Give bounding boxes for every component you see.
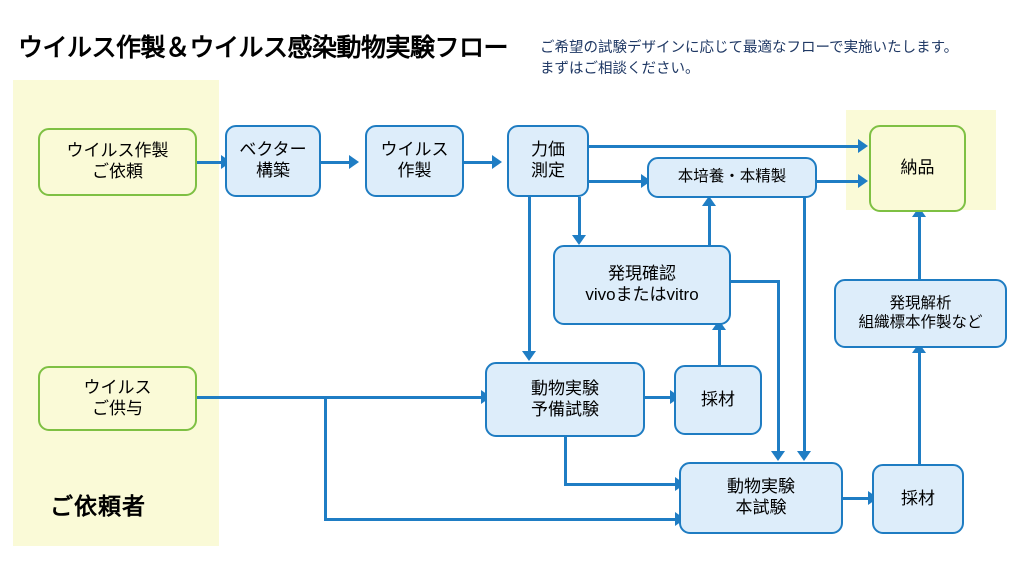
node-virus-production[interactable]: ウイルス 作製: [365, 125, 464, 197]
node-virus-supply[interactable]: ウイルス ご供与: [38, 366, 197, 431]
edge-animal-main-to-sampling: [843, 497, 872, 500]
node-titer-measurement[interactable]: 力価 測定: [507, 125, 589, 197]
node-animal-experiment-pilot[interactable]: 動物実験 予備試験: [485, 362, 645, 437]
arrowhead-production-to-titer: [492, 155, 502, 169]
edge-supply-to-animal-main-v: [324, 396, 327, 520]
node-virus-production-request[interactable]: ウイルス作製 ご依頼: [38, 128, 197, 196]
edge-supply-to-animal-pilot: [197, 396, 485, 399]
arrowhead-main-culture-to-delivery: [858, 174, 868, 188]
node-vector-construction[interactable]: ベクター 構築: [225, 125, 321, 197]
arrowhead-expression-check-to-animal-main: [771, 451, 785, 461]
edge-expression-check-to-main-culture: [708, 201, 711, 245]
arrowhead-expression-check-to-main-culture: [702, 196, 716, 206]
arrowhead-titer-to-animal-pilot: [522, 351, 536, 361]
node-sampling-main[interactable]: 採材: [872, 464, 964, 534]
edge-expression-check-to-animal-main-h: [731, 280, 780, 283]
client-zone-label: ご依頼者: [50, 493, 146, 519]
edge-request-to-vector: [197, 161, 225, 164]
arrowhead-titer-to-expression-check: [572, 235, 586, 245]
edge-vector-to-production: [321, 161, 353, 164]
arrowhead-vector-to-production: [349, 155, 359, 169]
edge-titer-to-main-culture: [589, 180, 647, 183]
edge-production-to-titer: [464, 161, 496, 164]
edge-titer-to-delivery: [589, 145, 864, 148]
node-main-culture-purification[interactable]: 本培養・本精製: [647, 157, 817, 198]
node-sampling-pilot[interactable]: 採材: [674, 365, 762, 435]
edge-main-culture-to-delivery: [817, 180, 864, 183]
node-delivery[interactable]: 納品: [869, 125, 966, 212]
edge-titer-to-expression-check: [578, 197, 581, 239]
edge-expression-check-to-animal-main-v: [777, 280, 780, 455]
arrowhead-analysis-to-delivery: [912, 207, 926, 217]
page-subtitle: ご希望の試験デザインに応じて最適なフローで実施いたします。 まずはご相談ください…: [540, 40, 959, 78]
edge-main-culture-to-animal-main: [803, 198, 806, 455]
edge-titer-to-animal-pilot: [528, 197, 531, 355]
arrowhead-main-culture-to-animal-main: [797, 451, 811, 461]
arrowhead-sampling-main-to-analysis: [912, 343, 926, 353]
arrowhead-sampling-pilot-to-expression-check: [712, 320, 726, 330]
arrowhead-titer-to-main-culture: [641, 174, 651, 188]
edge-sampling-pilot-to-expression-check: [718, 325, 721, 367]
node-animal-experiment-main[interactable]: 動物実験 本試験: [679, 462, 843, 534]
edge-animal-pilot-to-sampling: [645, 396, 674, 399]
edge-supply-to-animal-main-h: [324, 518, 679, 521]
edge-sampling-main-to-analysis: [918, 348, 921, 464]
edge-animal-pilot-to-animal-main-v: [564, 437, 567, 485]
edge-animal-pilot-to-animal-main-h: [564, 483, 679, 486]
edge-analysis-to-delivery: [918, 212, 921, 279]
node-expression-check[interactable]: 発現確認 vivoまたはvitro: [553, 245, 731, 325]
arrowhead-titer-to-delivery: [858, 139, 868, 153]
node-expression-analysis[interactable]: 発現解析 組織標本作製など: [834, 279, 1007, 348]
page-title: ウイルス作製＆ウイルス感染動物実験フロー: [18, 34, 509, 62]
